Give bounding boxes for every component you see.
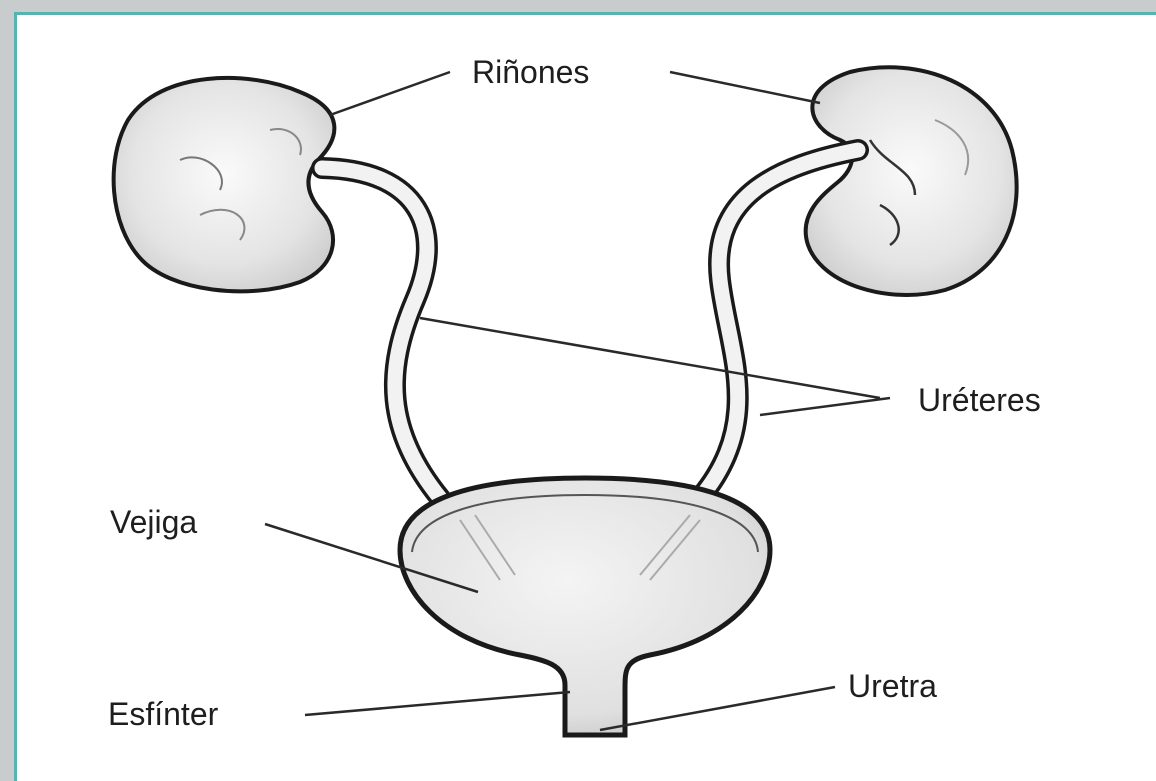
label-esfinter: Esfínter [108, 698, 218, 730]
leader-uretra [600, 687, 835, 730]
label-uretra: Uretra [848, 670, 937, 702]
label-rinones: Riñones [472, 56, 589, 88]
leader-ureteres-right [760, 398, 890, 415]
left-kidney [114, 78, 335, 291]
bladder [400, 478, 770, 735]
leader-ureteres-left [420, 318, 880, 398]
leader-rinones-right [670, 72, 820, 103]
label-vejiga: Vejiga [110, 506, 197, 538]
left-ureter [322, 168, 440, 498]
label-ureteres: Uréteres [918, 384, 1041, 416]
leader-esfinter [305, 692, 570, 715]
right-kidney [806, 67, 1017, 295]
leader-rinones-left [330, 72, 450, 115]
